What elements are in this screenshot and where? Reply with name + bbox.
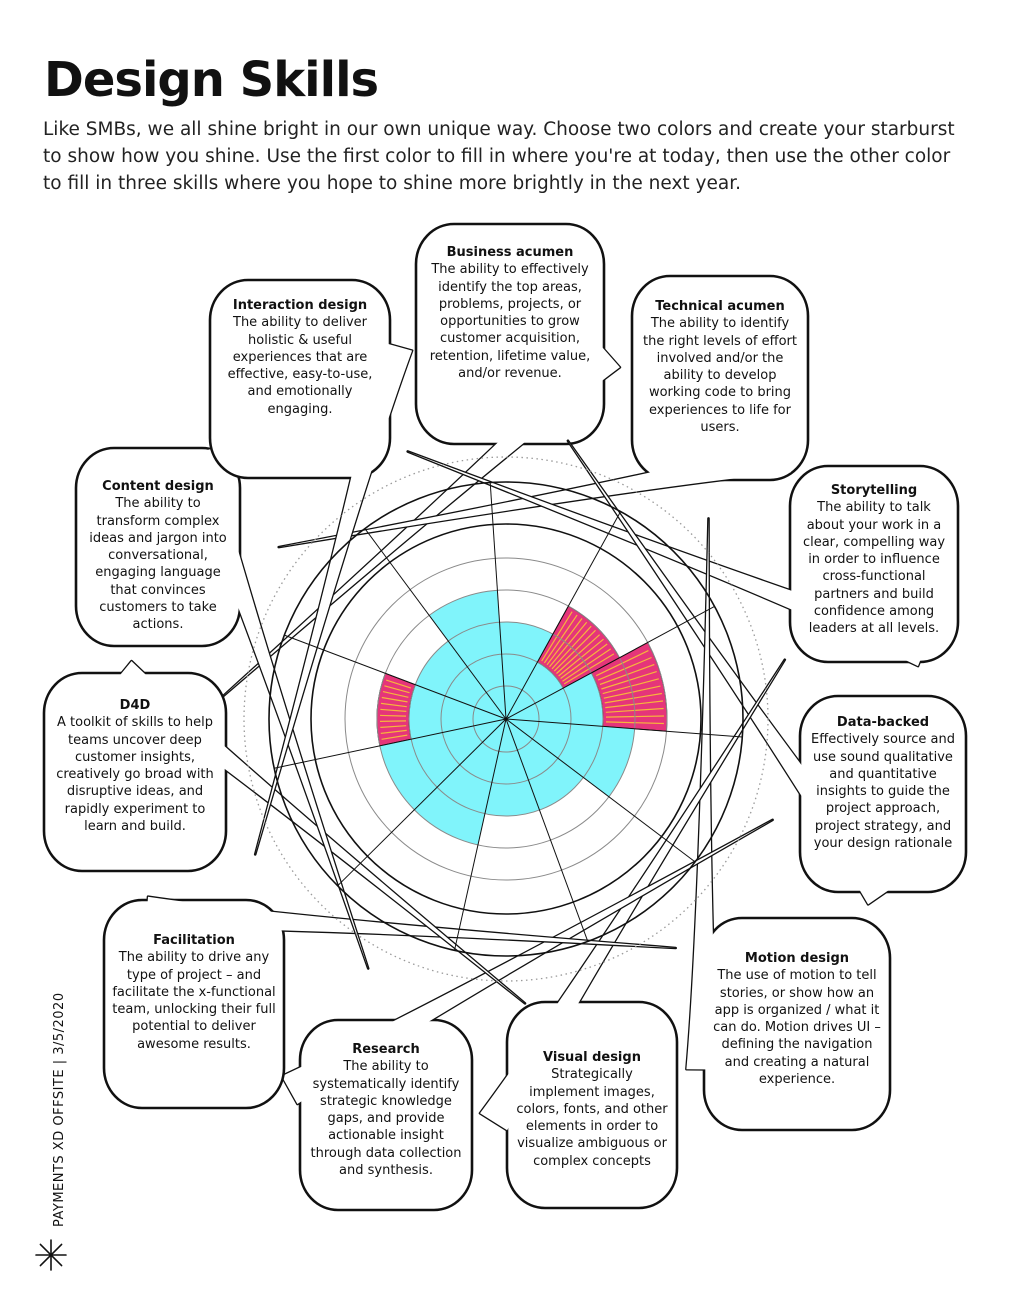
bubble-facilitation [102,895,677,1110]
ring-dotted [243,456,769,982]
skill-description: The ability to drive any type of project… [112,950,276,1052]
skill-description: The ability to talk about your work in a… [802,500,946,637]
skill-title: Visual design [543,1050,641,1065]
spoke [505,511,622,720]
spoke [505,718,696,863]
spoke [364,528,507,720]
today-fill [506,662,564,719]
ring-outer [268,481,744,957]
bubble-tail-mask [111,661,525,1004]
bubble-tail-mask [180,449,369,969]
skill-title: Content design [102,479,214,494]
footer-text: PAYMENTS XD OFFSITE | 3/5/2020 [52,992,67,1227]
today-fill [408,684,506,740]
skill-description: The use of motion to tell stories, or sh… [713,968,881,1088]
today-fill [415,641,506,719]
growth-hatch [380,708,407,712]
growth-hatch [381,734,408,740]
today-fill [506,719,635,797]
growth-hatch [380,714,407,717]
starburst-icon [35,1239,67,1271]
today-fill [506,719,584,810]
skill-title: Business acumen [446,245,574,260]
spoke [454,718,507,951]
skill-description: The ability to deliver holistic & useful… [227,315,373,417]
bubble-tail-mask [255,342,413,855]
bubble-storytelling [406,450,960,668]
bubble-tail-mask [407,451,930,667]
bubble-technical-acumen [277,274,810,549]
skill-description: The ability to effectively identify the … [429,262,591,382]
skill-description: The ability to systematically identify s… [310,1059,462,1179]
today-fill [484,719,540,817]
ring-inner [440,653,572,785]
today-fill [499,621,553,719]
spoke [505,718,743,738]
spoke [505,605,715,720]
bubble-tail-mask [281,819,773,1104]
ring-inner [376,589,636,849]
bubble-research [280,818,774,1212]
spoke [274,718,507,769]
growth-hatch [386,679,412,689]
skill-title: Facilitation [153,933,235,948]
ring-inner [408,621,604,817]
intro-text: Like SMBs, we all shine bright in our ow… [43,119,955,194]
bubble-tail-mask [145,896,676,948]
bubble-interaction-design [208,278,414,856]
skill-title: Interaction design [232,298,368,313]
skill-title: Storytelling [830,483,918,498]
growth-hatch [379,720,407,722]
skill-title: D4D [119,698,151,713]
skill-title: Motion design [744,951,850,966]
ring-inner [344,557,668,881]
ring-inner [472,685,540,753]
spoke [505,718,589,942]
spoke [284,634,507,720]
spoke [337,718,507,887]
skill-text: D4D A toolkit of skills to help teams unc… [52,697,218,835]
skill-description: Strategically implement images, colors, … [516,1067,668,1169]
bubble-tail-mask [567,440,895,905]
skill-title: Technical acumen [655,299,785,314]
bubble-content-design [74,446,370,970]
growth-hatch [380,725,407,728]
bubble-d4d [42,659,527,1005]
fills-layer [376,590,668,845]
growth-hatch [381,696,408,703]
today-fill [506,672,603,727]
bubble-data-backed [566,439,968,906]
bubble-body [102,898,286,1110]
skill-description: Effectively source and use sound qualita… [811,732,955,852]
spoke [489,482,507,720]
growth-hatch [380,729,407,734]
growth-hatch [382,691,409,698]
bubbles-layer [42,222,968,1212]
growth-hatch [380,702,407,708]
growth-hatch [384,685,410,694]
page-title: Design Skills [44,52,379,108]
skill-description: The ability to identify the right levels… [643,316,797,436]
ring-outer [310,523,702,915]
skill-title: Research [352,1042,420,1057]
rings-layer [243,456,769,982]
today-fill [429,590,506,719]
skill-title: Data-backed [836,715,930,730]
skill-description: A toolkit of skills to help teams uncove… [56,715,214,835]
skill-description: The ability to transform complex ideas a… [89,496,227,633]
